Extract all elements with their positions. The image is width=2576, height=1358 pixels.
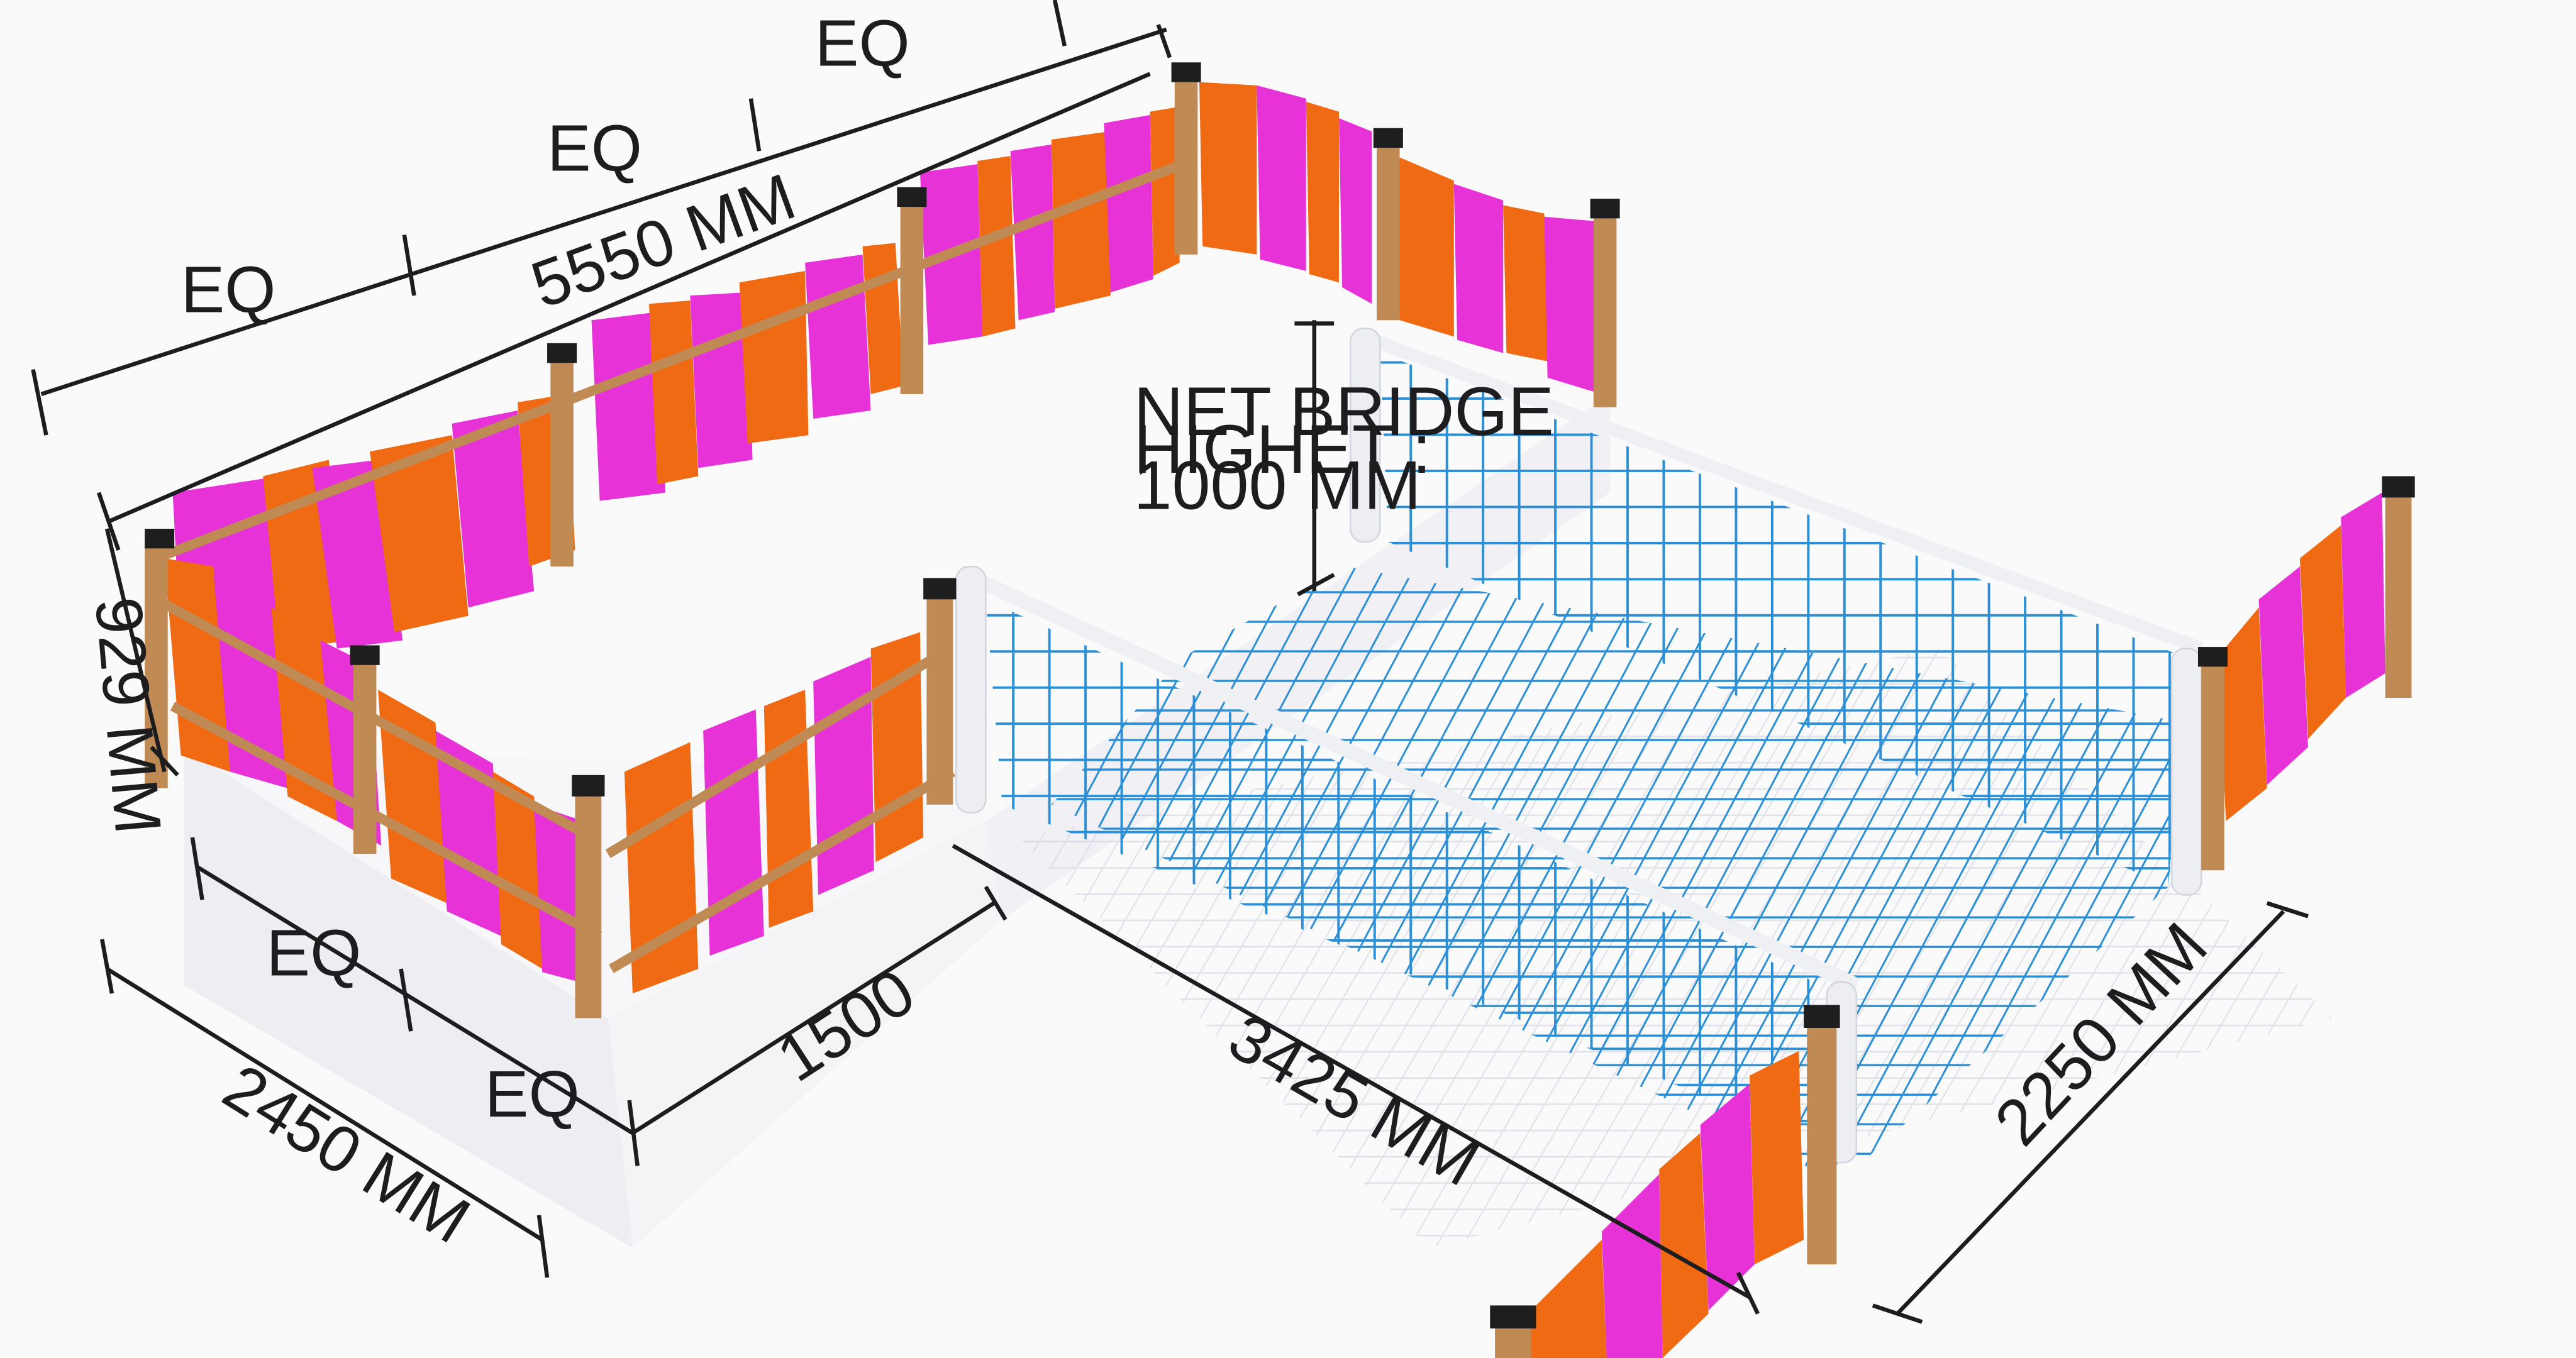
fence-back-long bbox=[154, 106, 1185, 649]
note-line-2: HIGHET : bbox=[1133, 411, 1431, 488]
fence-back-right bbox=[1199, 82, 1602, 394]
net-bridge-front-wall bbox=[963, 568, 1860, 1150]
bridge-posts bbox=[955, 328, 2202, 1164]
fence-right bbox=[2218, 492, 2385, 821]
net-bridge-note: NET BRIDGE HIGHET : 1000 MM bbox=[1133, 373, 1553, 524]
dim-top-eq-2: EQ bbox=[547, 112, 642, 185]
wooden-posts bbox=[145, 62, 2415, 1358]
dim-left-eq-2: EQ bbox=[485, 1057, 580, 1131]
note-line-1: NET BRIDGE bbox=[1133, 373, 1553, 450]
dim-top-eq-3: EQ bbox=[815, 6, 910, 80]
dim-top-eq-1: EQ bbox=[181, 253, 276, 326]
net-bridge-back-wall bbox=[1361, 330, 2204, 887]
fence-front-left bbox=[605, 632, 956, 994]
dim-left-eq-1: EQ bbox=[266, 916, 361, 990]
note-line-3: 1000 MM bbox=[1133, 448, 1421, 524]
dimension-lines bbox=[31, 0, 2309, 1324]
